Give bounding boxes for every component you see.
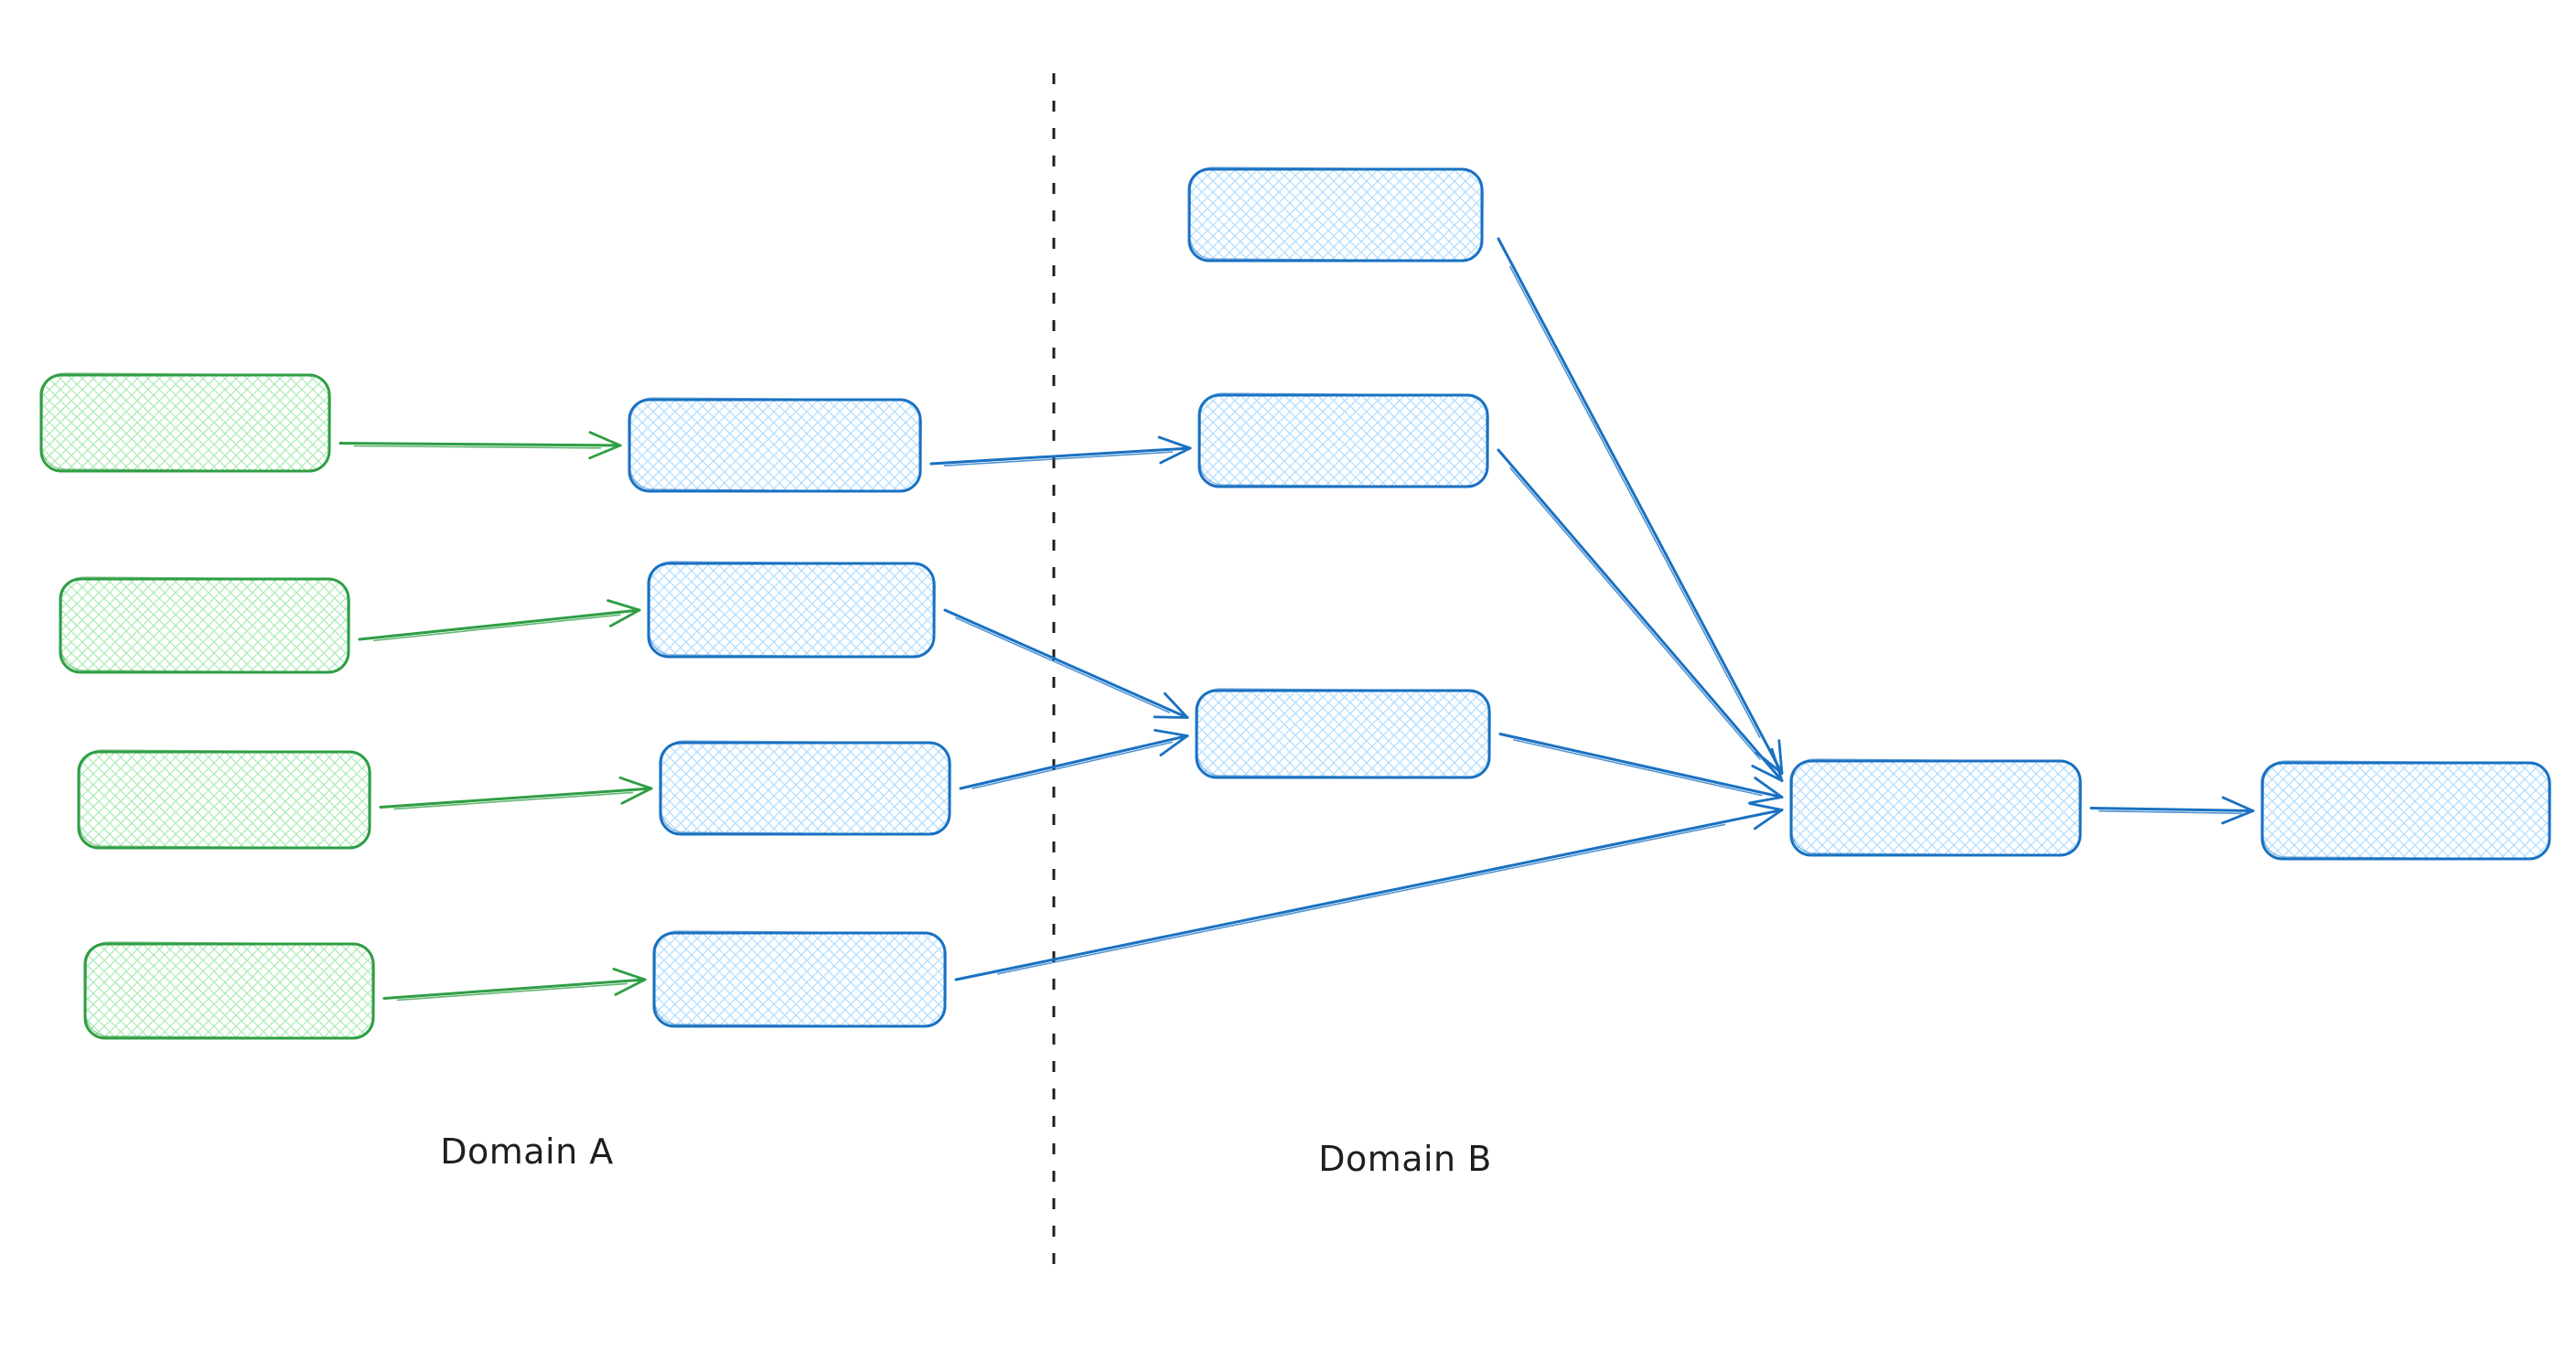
domain-a-blue-box-3 [659,740,951,836]
domain-b-box-middle [1197,392,1489,488]
arrow-a1-to-b-middle [929,435,1192,466]
domain-a-label: Domain A [440,1131,614,1172]
aggregator-box [1789,758,2082,857]
domain-a-blue-box-1 [628,397,922,493]
arrow-a3-to-b-lower [959,728,1189,790]
domain-b-label: Domain B [1318,1139,1492,1179]
arrow-bmiddle-to-aggregator [1497,448,1784,782]
arrow-btop-to-aggregator [1497,237,1784,775]
arrow-green-2 [358,599,641,642]
green-box-3 [77,749,371,850]
arrow-a4-to-aggregator [954,802,1784,981]
arrow-green-3 [379,776,653,810]
arrow-a2-to-b-lower [943,608,1189,719]
domain-b-box-lower [1195,688,1491,779]
green-box-2 [59,576,350,674]
green-box-1 [39,372,331,473]
output-box [2260,760,2551,861]
domain-b-box-top [1187,166,1484,263]
domain-a-blue-box-4 [652,930,947,1028]
arrow-aggregator-to-output [2089,796,2255,825]
green-box-4 [83,941,375,1040]
arrow-green-1 [338,431,622,460]
arrow-green-4 [382,967,647,1002]
domain-a-blue-box-2 [647,561,936,659]
arrow-blower-to-aggregator [1498,733,1784,805]
